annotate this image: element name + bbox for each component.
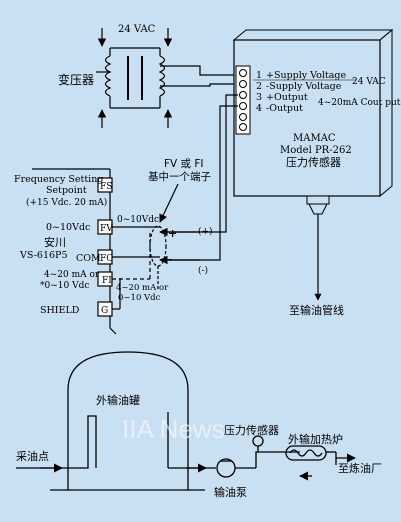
sensor-terminal-label: -Output xyxy=(266,103,303,114)
drive-shield-label: SHIELD xyxy=(40,305,80,316)
tank-label: 外输油罐 xyxy=(96,393,140,407)
sensor-brand: MAMAC xyxy=(293,133,336,144)
wiring-note-2: 基中一个端子 xyxy=(148,170,211,183)
transformer xyxy=(96,28,238,128)
sensor-process-label: 压力传感器 xyxy=(224,424,279,437)
signal-wires xyxy=(159,94,238,265)
line-fv-label: 0~10Vdc xyxy=(117,215,159,225)
terminal-fv: FV xyxy=(100,224,113,234)
pipe-label: 至输油管线 xyxy=(289,303,344,317)
drive-model: VS-616P5 xyxy=(19,250,68,261)
plus-sign: + xyxy=(168,227,177,240)
sensor-probe xyxy=(306,195,330,301)
drive-terminals: FS FV FC FI G xyxy=(100,182,113,316)
outlet-label: 至炼油厂 xyxy=(338,461,382,475)
line-fi-label-1: 4~20 mA or xyxy=(116,283,169,293)
line-fi-label-2: 0~10 Vdc xyxy=(118,293,161,303)
terminal-fc: FC xyxy=(100,254,113,264)
supply-voltage-label: 24 VAC xyxy=(118,24,156,35)
sensor-terminal-num: 3 xyxy=(256,92,262,103)
sensor-output-note: 4~20mA Cout put xyxy=(318,98,401,108)
sensor-terminal-num: 4 xyxy=(256,103,262,114)
drive-ma-range-1: 4~20 mA or xyxy=(44,270,100,280)
sensor-terminal-label: +Supply Voltage xyxy=(266,70,346,81)
terminal-fs: FS xyxy=(100,182,112,192)
watermark: IIA News xyxy=(122,414,225,444)
sensor-model: Model PR-262 xyxy=(280,145,352,156)
wire-minus-label: (-) xyxy=(198,265,208,276)
sensor-terminal-label: -Supply Voltage xyxy=(266,81,342,92)
terminal-g: G xyxy=(101,306,108,316)
wiring-note-1: FV 或 FI xyxy=(164,158,204,170)
sensor-name: 压力传感器 xyxy=(286,156,341,169)
pump-label: 输油泵 xyxy=(214,485,247,499)
drive-brand: 安川 xyxy=(44,235,66,249)
freq-setting-label: Frequency Setting xyxy=(14,174,103,185)
sensor-terminal-num: 1 xyxy=(256,70,262,81)
sensor-supply-note: 24 VAC xyxy=(352,77,386,87)
sensor-terminal-label: +Output xyxy=(266,92,308,103)
sensor-terminals: 1 +Supply Voltage 2 -Supply Voltage 3 +O… xyxy=(256,70,346,114)
drive-block xyxy=(32,168,179,335)
inlet-label: 采油点 xyxy=(16,449,49,463)
transformer-label: 变压器 xyxy=(58,72,94,87)
pressure-sensor-box xyxy=(232,28,394,198)
drive-supply: (+15 Vdc. 20 mA) xyxy=(26,197,107,208)
wire-plus-label: (+) xyxy=(198,226,213,237)
drive-ma-range-2: *0~10 Vdc xyxy=(40,281,89,291)
drive-com-label: COM xyxy=(76,253,101,264)
process-section xyxy=(16,351,356,491)
sensor-terminal-num: 2 xyxy=(256,81,262,92)
heater-label: 外输加热炉 xyxy=(288,432,343,446)
minus-sign: - xyxy=(168,253,173,266)
setpoint-label: Setpoint xyxy=(46,185,87,196)
terminal-fi: FI xyxy=(102,276,112,286)
drive-fv-range: 0~10Vdc xyxy=(46,222,90,233)
